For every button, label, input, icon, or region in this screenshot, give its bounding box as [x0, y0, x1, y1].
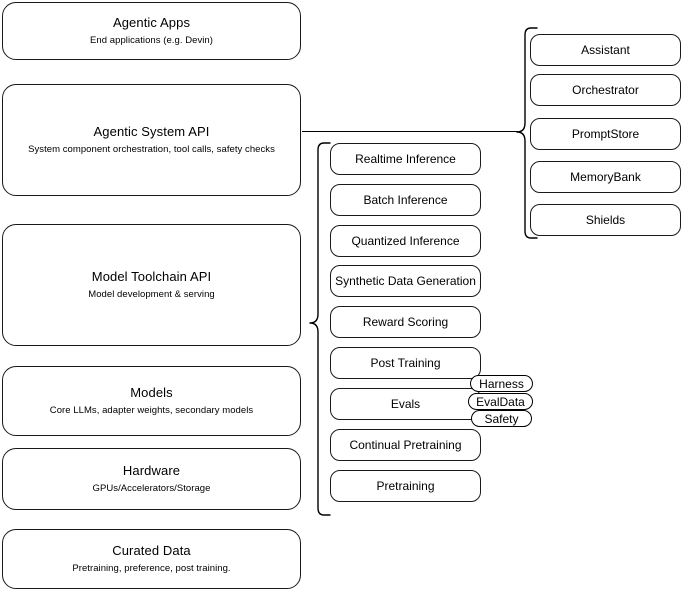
component-label: MemoryBank: [570, 169, 641, 184]
layer-title: Model Toolchain API: [91, 269, 212, 284]
layer-title: Models: [130, 385, 173, 400]
layer-subtitle: Model development & serving: [88, 289, 215, 300]
capability-label: Quantized Inference: [351, 233, 460, 248]
layer-agentic-apps[interactable]: Agentic Apps End applications (e.g. Devi…: [2, 2, 301, 60]
eval-tag-label: Safety: [484, 411, 519, 426]
component-label: Assistant: [581, 42, 630, 57]
layer-title: Agentic System API: [93, 124, 210, 139]
capability-label: Evals: [390, 396, 421, 411]
component-label: Shields: [585, 212, 626, 227]
layer-subtitle: End applications (e.g. Devin): [90, 35, 213, 46]
eval-tag-label: Harness: [479, 376, 524, 391]
component-orchestrator[interactable]: Orchestrator: [530, 74, 681, 106]
capability-batch-inference[interactable]: Batch Inference: [330, 184, 481, 216]
brace-agentic-components: [516, 27, 538, 239]
capability-label: Continual Pretraining: [349, 437, 462, 452]
component-shields[interactable]: Shields: [530, 204, 681, 236]
capability-label: Pretraining: [376, 478, 435, 493]
eval-tag-harness[interactable]: Harness: [470, 375, 533, 392]
layer-title: Curated Data: [112, 543, 191, 558]
eval-tag-evaldata[interactable]: EvalData: [468, 393, 533, 410]
brace-toolchain-capabilities: [309, 142, 331, 516]
capability-synthetic-data-generation[interactable]: Synthetic Data Generation: [330, 265, 481, 297]
layer-agentic-system-api[interactable]: Agentic System API System component orch…: [2, 84, 301, 196]
capability-quantized-inference[interactable]: Quantized Inference: [330, 225, 481, 257]
capability-label: Post Training: [370, 355, 441, 370]
capability-label: Synthetic Data Generation: [335, 273, 476, 288]
component-label: PromptStore: [571, 126, 640, 141]
component-assistant[interactable]: Assistant: [530, 34, 681, 66]
layer-subtitle: GPUs/Accelerators/Storage: [92, 483, 211, 494]
layer-models[interactable]: Models Core LLMs, adapter weights, secon…: [2, 366, 301, 436]
component-label: Orchestrator: [572, 82, 639, 97]
capability-realtime-inference[interactable]: Realtime Inference: [330, 143, 481, 175]
component-promptstore[interactable]: PromptStore: [530, 118, 681, 150]
layer-title: Hardware: [122, 463, 181, 478]
layer-subtitle: Core LLMs, adapter weights, secondary mo…: [49, 405, 254, 416]
capability-continual-pretraining[interactable]: Continual Pretraining: [330, 429, 481, 461]
layer-title: Agentic Apps: [112, 15, 191, 30]
layer-subtitle: Pretraining, preference, post training.: [72, 563, 231, 574]
connector-line-agentic-system: [302, 131, 518, 132]
layer-hardware[interactable]: Hardware GPUs/Accelerators/Storage: [2, 448, 301, 510]
eval-tag-label: EvalData: [476, 394, 525, 409]
component-memorybank[interactable]: MemoryBank: [530, 161, 681, 193]
capability-evals[interactable]: Evals: [330, 388, 481, 420]
capability-pretraining[interactable]: Pretraining: [330, 470, 481, 502]
eval-tag-safety[interactable]: Safety: [471, 410, 532, 427]
capability-label: Realtime Inference: [355, 151, 456, 166]
capability-reward-scoring[interactable]: Reward Scoring: [330, 306, 481, 338]
layer-curated-data[interactable]: Curated Data Pretraining, preference, po…: [2, 529, 301, 589]
layer-subtitle: System component orchestration, tool cal…: [28, 144, 275, 155]
layer-model-toolchain-api[interactable]: Model Toolchain API Model development & …: [2, 224, 301, 346]
capability-post-training[interactable]: Post Training: [330, 347, 481, 379]
capability-label: Batch Inference: [363, 192, 448, 207]
capability-label: Reward Scoring: [362, 314, 449, 329]
